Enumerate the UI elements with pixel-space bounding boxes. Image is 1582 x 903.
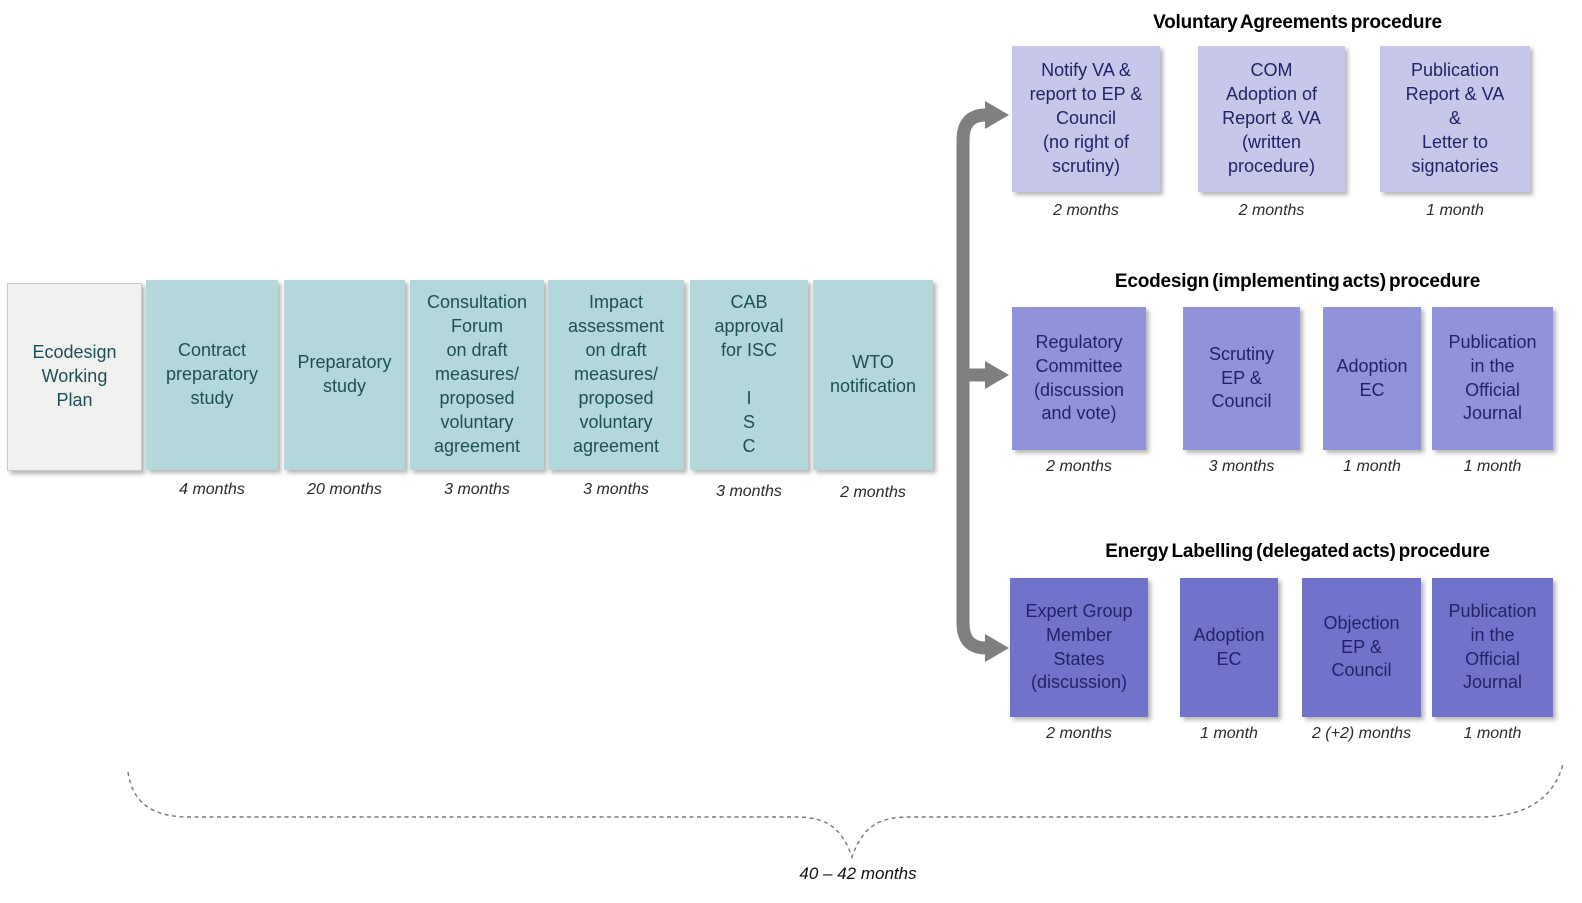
stage-ecodesign-working-plan: Ecodesign Working Plan: [7, 283, 142, 471]
duration-eco-adoption: 1 month: [1343, 458, 1401, 475]
stage-wto-notification: WTO notification: [813, 280, 933, 470]
eco-step-publication: Publication in the Official Journal: [1432, 307, 1553, 450]
stage-preparatory-study: Preparatory study: [284, 280, 405, 470]
duration-el-expert-group: 2 months: [1046, 725, 1112, 742]
el-procedure-title: Energy Labelling (delegated acts) proced…: [1105, 541, 1490, 562]
eco-step-adoption: Adoption EC: [1323, 307, 1421, 450]
el-step-expert-group: Expert Group Member States (discussion): [1010, 578, 1148, 717]
duration-eco-regulatory-committee: 2 months: [1046, 458, 1112, 475]
duration-el-objection: 2 (+2) months: [1311, 725, 1412, 742]
va-step-com-adoption: COM Adoption of Report & VA (written pro…: [1198, 46, 1345, 192]
total-duration-label: 40 – 42 months: [799, 864, 917, 883]
duration-wto-notification: 2 months: [840, 484, 906, 501]
el-step-adoption: Adoption EC: [1180, 578, 1278, 717]
va-step-publication: Publication Report & VA & Letter to sign…: [1380, 46, 1530, 192]
duration-contract-preparatory-study: 4 months: [179, 481, 245, 498]
va-procedure-title: Voluntary Agreements procedure: [1153, 12, 1442, 33]
duration-va-publication: 1 month: [1426, 202, 1484, 219]
stage-cab-approval: CAB approval for ISC I S C: [690, 280, 808, 470]
va-step-notify: Notify VA & report to EP & Council (no r…: [1012, 46, 1160, 192]
duration-va-notify: 2 months: [1053, 202, 1119, 219]
duration-consultation-forum: 3 months: [444, 481, 510, 498]
duration-va-com-adoption: 2 months: [1238, 202, 1305, 219]
stage-consultation-forum: Consultation Forum on draft measures/ pr…: [410, 280, 544, 470]
eco-step-scrutiny: Scrutiny EP & Council: [1183, 307, 1300, 450]
duration-impact-assessment: 3 months: [583, 481, 649, 498]
el-step-publication: Publication in the Official Journal: [1432, 578, 1553, 717]
duration-cab-approval: 3 months: [716, 483, 782, 500]
el-step-objection: Objection EP & Council: [1302, 578, 1421, 717]
stage-contract-preparatory-study: Contract preparatory study: [146, 280, 278, 470]
duration-preparatory-study: 20 months: [307, 481, 382, 498]
duration-eco-scrutiny: 3 months: [1208, 458, 1275, 475]
duration-el-publication: 1 month: [1463, 725, 1522, 742]
eco-procedure-title: Ecodesign (implementing acts) procedure: [1114, 271, 1481, 292]
stage-impact-assessment: Impact assessment on draft measures/ pro…: [548, 280, 684, 470]
duration-eco-publication: 1 month: [1463, 458, 1522, 475]
eco-step-regulatory-committee: Regulatory Committee (discussion and vot…: [1012, 307, 1146, 450]
duration-el-adoption: 1 month: [1200, 725, 1258, 742]
